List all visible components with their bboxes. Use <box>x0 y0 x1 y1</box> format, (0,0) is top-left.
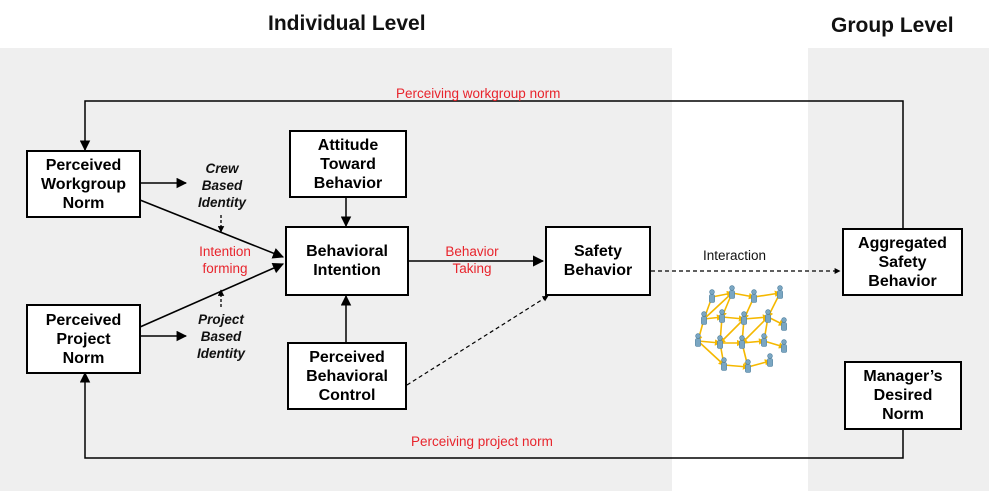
perceiving-workgroup-norm-arrow <box>79 100 904 228</box>
crew-based-identity-label: Crew Based Identity <box>197 161 246 210</box>
managers-desired-norm-box: Manager’s Desired Norm <box>844 361 962 430</box>
perceiving-project-norm-arrow <box>79 371 904 459</box>
group-level-title: Group Level <box>831 14 954 37</box>
individual-level-title: Individual Level <box>268 12 426 35</box>
perceived-project-norm-box: Perceived Project Norm <box>26 304 141 374</box>
workgroup-to-intention-arrow <box>139 199 285 259</box>
project-based-identity-label: Project Based Identity <box>196 312 245 361</box>
perceived-behavioral-control-box: Perceived Behavioral Control <box>287 342 407 410</box>
perceiving-workgroup-norm-label: Perceiving workgroup norm <box>396 86 561 101</box>
perceived-workgroup-norm-box: Perceived Workgroup Norm <box>26 150 141 218</box>
attitude-toward-behavior-box: Attitude Toward Behavior <box>289 130 407 198</box>
people-network-icon <box>695 285 787 373</box>
control-to-safety-arrow <box>406 295 549 386</box>
aggregated-safety-behavior-box: Aggregated Safety Behavior <box>842 228 963 296</box>
intention-forming-label: Intention forming <box>199 244 251 276</box>
behavior-taking-label: Behavior Taking <box>445 244 499 276</box>
interaction-label: Interaction <box>703 248 767 263</box>
safety-behavior-box: Safety Behavior <box>545 226 651 296</box>
behavioral-intention-box: Behavioral Intention <box>285 226 409 296</box>
project-to-intention-arrow <box>139 262 285 328</box>
perceiving-project-norm-label: Perceiving project norm <box>411 434 553 449</box>
